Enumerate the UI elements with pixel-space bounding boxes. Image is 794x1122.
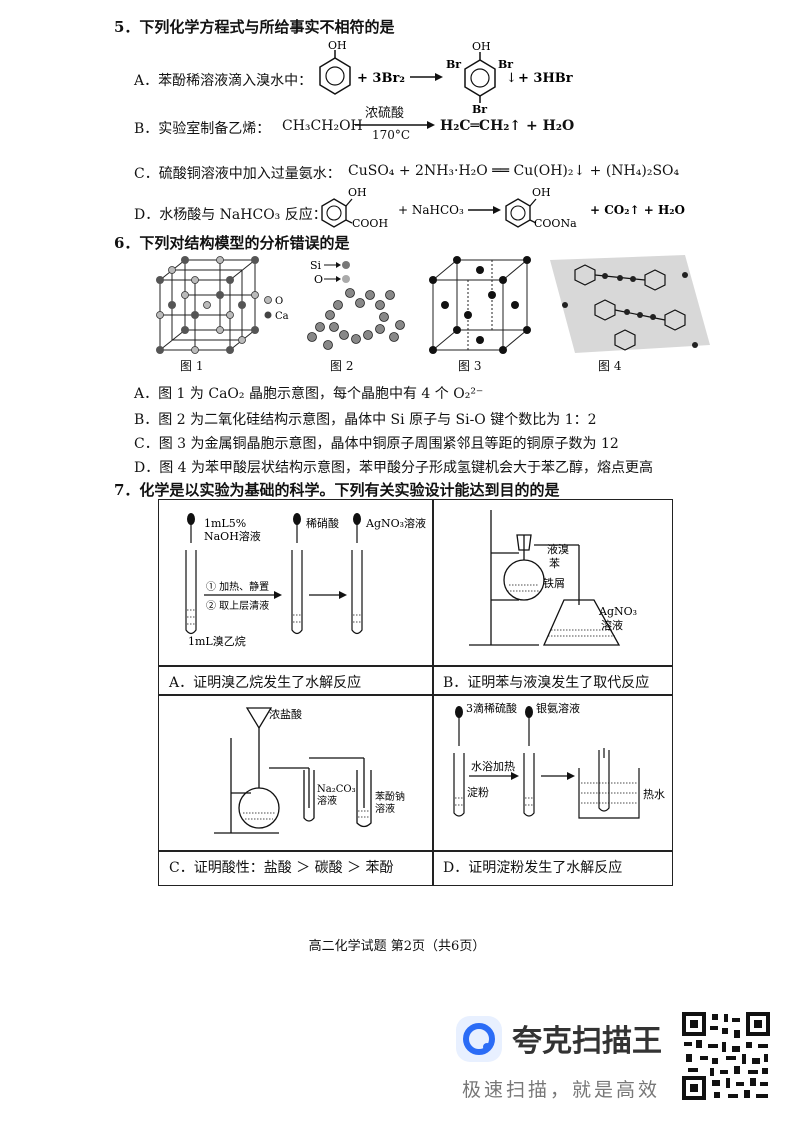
q7-c-apparatus: 浓盐酸 Na₂CO₃ 溶液 苯酚钠 溶液 (214, 707, 405, 834)
q6-option-a: A．图 1 为 CaO₂ 晶胞示意图，每个晶胞中有 4 个 O₂²⁻ (134, 386, 484, 402)
q7-c-label-5: 溶液 (375, 802, 395, 815)
q7-a-label-1: 1mL5% (204, 517, 246, 530)
sal-oh-label: OH (348, 186, 367, 199)
q5-option-b-label: B．实验室制备乙烯： (134, 121, 271, 137)
q7-c-label-2: Na₂CO₃ (317, 784, 356, 795)
q5-b-product: H₂C═CH₂↑ + H₂O (440, 118, 575, 134)
figure-3-copper-unit-cell (429, 256, 531, 354)
q7-b-label-1: 液溴 (547, 542, 569, 556)
q5-d-product: + CO₂↑ + H₂O (590, 203, 685, 217)
q5-a-precipitate: ↓ (506, 71, 517, 86)
q7-experiment-table: 1mL5% NaOH溶液 稀硝酸 AgNO₃溶液 ① 加热、静置 ② 取上层清液… (158, 499, 673, 886)
legend-o2: O (314, 273, 323, 286)
legend-ca: Ca (275, 311, 289, 322)
prod-oh-label: OH (532, 186, 551, 199)
prod-coona-label: COONa (534, 217, 577, 230)
q7-b-label-4: AgNO₃ (598, 605, 637, 618)
q5-stem: 5．下列化学方程式与所给事实不相符的是 (114, 18, 395, 36)
figure-4-caption: 图 4 (598, 359, 622, 373)
q7-d-label-4: 淀粉 (467, 785, 489, 799)
q5-option-c-label: C．硫酸铜溶液中加入过量氨水： (134, 166, 341, 182)
q7-stem: 7．化学是以实验为基础的科学。下列有关实验设计能达到目的的是 (114, 481, 560, 499)
brand-logo-icon (456, 1016, 502, 1062)
q7-d-apparatus: 3滴稀硫酸 银氨溶液 水浴加热 淀粉 热水 (453, 701, 665, 819)
sal-cooh-label: COOH (352, 217, 388, 230)
q7-b-label-3: 铁屑 (543, 577, 565, 590)
q7-c-label-1: 浓盐酸 (269, 707, 302, 721)
q7-a-label-4: AgNO₃溶液 (365, 516, 426, 530)
br-label-left: Br (446, 58, 461, 71)
brand-slogan: 极速扫描，就是高效 (462, 1079, 661, 1101)
figure-4-benzoic-acid-layers (550, 255, 710, 353)
q5-d-reagent: + NaHCO₃ (398, 203, 464, 217)
q7-a-apparatus: 1mL5% NaOH溶液 稀硝酸 AgNO₃溶液 ① 加热、静置 ② 取上层清液… (185, 513, 426, 648)
figure-1-caption: 图 1 (180, 359, 204, 373)
q5-b-reactant: CH₃CH₂OH (282, 118, 363, 134)
q7-c-label-3: 溶液 (317, 794, 337, 807)
q6-option-b: B．图 2 为二氧化硅结构示意图，晶体中 Si 原子与 Si-O 键个数比为 1… (134, 412, 597, 428)
br-label-bottom: Br (472, 103, 487, 116)
q7-b-apparatus: 液溴 苯 铁屑 AgNO₃ 溶液 (469, 510, 637, 646)
phenol-oh-label: OH (328, 39, 347, 52)
q7-c-label-4: 苯酚钠 (375, 790, 405, 803)
tbp-oh-label: OH (472, 40, 491, 53)
q7-b-label-5: 溶液 (601, 618, 623, 632)
q7-d-label-1: 3滴稀硫酸 (466, 701, 517, 715)
q6-option-d: D．图 4 为苯甲酸层状结构示意图，苯甲酸分子形成氢键机会大于苯乙醇，熔点更高 (134, 460, 654, 476)
q7-c-caption: C．证明酸性：盐酸 ＞ 碳酸 ＞ 苯酚 (169, 860, 394, 876)
q7-d-label-2: 银氨溶液 (536, 701, 580, 715)
legend-o: O (275, 296, 283, 307)
q5-a-product: + 3HBr (518, 71, 573, 86)
figure-2-sio2-structure: Si O (307, 259, 405, 350)
page-footer: 高二化学试题 第2页（共6页） (308, 939, 486, 954)
q5-option-d-structures: OH COOH + NaHCO₃ OH COONa + CO₂↑ + H₂O (321, 186, 685, 230)
q5-a-reagent: + 3Br₂ (357, 71, 405, 86)
brand-name: 夸克扫描王 (512, 1024, 662, 1059)
q5-b-condition-bottom: 170°C (372, 128, 411, 142)
q7-a-label-5: 1mL溴乙烷 (188, 634, 246, 648)
q7-a-caption: A．证明溴乙烷发生了水解反应 (169, 675, 362, 691)
q7-d-label-3: 水浴加热 (471, 760, 515, 773)
q5-option-a-structures: OH + 3Br₂ OH Br Br Br ↓ + 3HBr (319, 39, 573, 116)
figure-1-cao2-lattice: O Ca (156, 256, 289, 354)
q7-a-step-2: ② 取上层清液 (206, 599, 269, 612)
q7-a-label-3: 稀硝酸 (306, 516, 339, 530)
q6-option-c: C．图 3 为金属铜晶胞示意图，晶体中铜原子周围紧邻且等距的铜原子数为 12 (134, 436, 619, 452)
q7-d-caption: D．证明淀粉发生了水解反应 (443, 860, 623, 876)
figure-3-caption: 图 3 (458, 359, 482, 373)
q5-b-arrow (355, 121, 435, 129)
q5-b-condition-top: 浓硫酸 (365, 106, 405, 121)
q5-c-equation: CuSO₄ + 2NH₃·H₂O ══ Cu(OH)₂↓ + (NH₄)₂SO₄ (348, 163, 680, 179)
qr-code-icon (680, 1010, 772, 1102)
legend-si: Si (310, 259, 322, 272)
q6-stem: 6．下列对结构模型的分析错误的是 (114, 234, 350, 252)
q7-d-label-5: 热水 (643, 788, 665, 801)
q7-b-caption: B．证明苯与液溴发生了取代反应 (443, 675, 650, 691)
q5-option-d-label: D．水杨酸与 NaHCO₃ 反应： (134, 207, 327, 223)
q7-b-label-2: 苯 (549, 556, 560, 570)
q5-option-a-label: A．苯酚稀溶液滴入溴水中： (134, 73, 313, 89)
br-label-right: Br (498, 58, 513, 71)
q7-a-label-2: NaOH溶液 (204, 529, 261, 543)
figure-2-caption: 图 2 (330, 359, 354, 373)
q7-a-step-1: ① 加热、静置 (206, 580, 269, 593)
